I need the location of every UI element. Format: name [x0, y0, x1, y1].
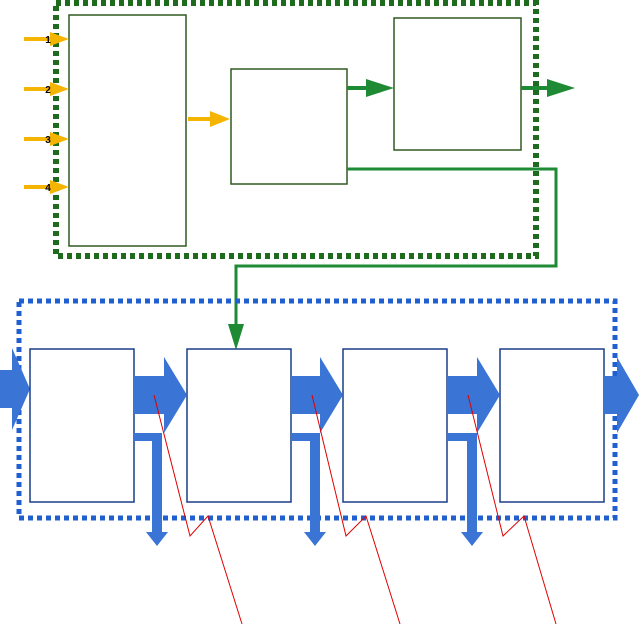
- stage-box-4: [499, 348, 605, 503]
- green-arrow-middle-to-right: [347, 79, 394, 97]
- input-arrow-2-label: 2: [45, 85, 51, 96]
- green-connector-line: [234, 167, 558, 327]
- blue-tap-arrow-3: [447, 433, 483, 546]
- stage-box-3: [342, 348, 448, 503]
- red-zigzag-line-2: [311, 394, 401, 624]
- red-zigzag-line-1: [153, 394, 243, 624]
- blue-arrow-stage1-to-stage2: [134, 357, 187, 433]
- bottom-input-arrow: [0, 348, 30, 430]
- red-zigzag-line-3: [467, 394, 557, 624]
- input-arrow-4-label: 4: [45, 183, 51, 194]
- orange-arrow-left-to-middle: [188, 111, 230, 127]
- top-system-boundary: [53, 0, 539, 259]
- top-left-block: [68, 14, 187, 247]
- input-arrow-4: 4: [24, 180, 69, 194]
- input-arrow-3: 3: [24, 132, 69, 146]
- input-arrow-1-label: 1: [45, 35, 51, 46]
- input-arrow-1: 1: [24, 32, 69, 46]
- blue-arrow-stage2-to-stage3: [291, 357, 343, 433]
- top-middle-block: [230, 68, 348, 185]
- blue-tap-arrow-2: [291, 433, 326, 546]
- blue-tap-arrow-1: [134, 433, 168, 546]
- input-arrow-3-label: 3: [45, 135, 51, 146]
- input-arrow-2-shape: [24, 82, 69, 96]
- input-arrow-4-shape: [24, 180, 69, 194]
- input-arrow-3-shape: [24, 132, 69, 146]
- input-arrow-1-shape: [24, 32, 69, 46]
- input-arrow-2: 2: [24, 82, 69, 96]
- blue-output-arrow: [604, 357, 639, 433]
- green-connector-arrowhead: [228, 324, 244, 350]
- stage-box-1: [29, 348, 135, 503]
- blue-arrow-stage3-to-stage4: [447, 357, 500, 433]
- green-output-arrow: [521, 79, 575, 97]
- top-right-block: [393, 17, 522, 151]
- stage-box-2: [186, 348, 292, 503]
